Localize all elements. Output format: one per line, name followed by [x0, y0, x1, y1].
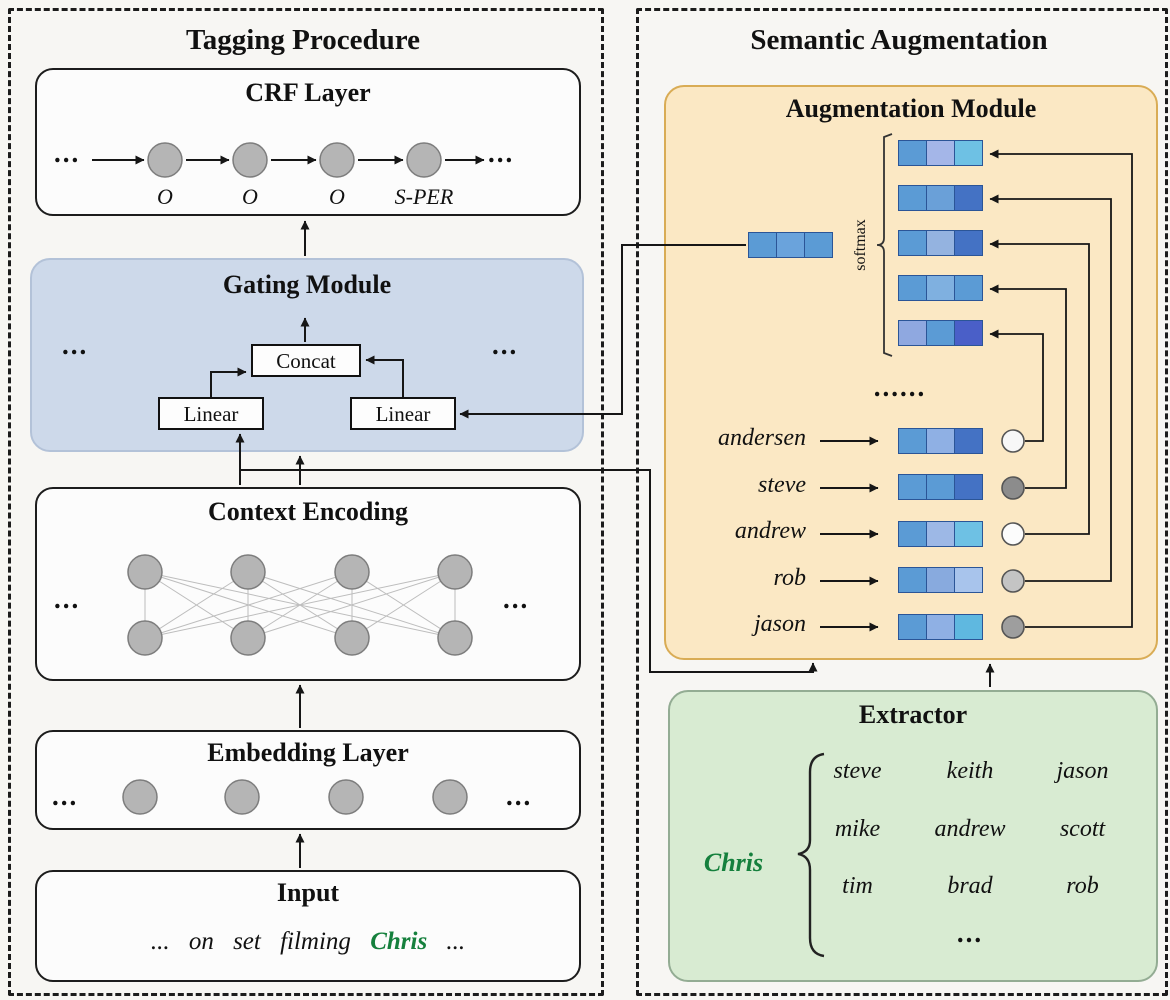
extractor-name: brad — [947, 873, 993, 899]
vector-cell — [955, 276, 982, 300]
input-box — [35, 870, 581, 982]
extractor-name: andrew — [934, 816, 1006, 842]
vector-cell — [749, 233, 777, 257]
extractor-name: rob — [1066, 873, 1099, 899]
softmax-vector-3 — [898, 230, 983, 256]
vector-cell — [899, 231, 927, 255]
augmentation-module-title: Augmentation Module — [785, 94, 1037, 123]
vector-cell — [899, 615, 927, 639]
softmax-vector-2 — [898, 185, 983, 211]
vector-cell — [899, 475, 927, 499]
extractor-name: tim — [842, 873, 873, 899]
gating-dots-right: ... — [492, 330, 519, 360]
right-panel-title: Semantic Augmentation — [750, 24, 1048, 56]
candidate-name-steve: steve — [758, 472, 806, 498]
crf-layer-title: CRF Layer — [245, 78, 371, 107]
vector-cell — [899, 429, 927, 453]
candidate-vector-andersen — [898, 428, 983, 454]
vector-cell — [955, 429, 982, 453]
softmax-vector-1 — [898, 140, 983, 166]
extractor-name: mike — [834, 816, 881, 842]
vector-cell — [927, 231, 955, 255]
extractor-title: Extractor — [858, 700, 968, 729]
vector-cell — [927, 186, 955, 210]
embedding-dots-left: ... — [52, 781, 79, 811]
vector-cell — [955, 231, 982, 255]
candidate-name-andrew: andrew — [734, 518, 806, 544]
softmax-label: softmax — [852, 219, 869, 271]
candidate-vector-steve — [898, 474, 983, 500]
candidate-name-rob: rob — [773, 565, 806, 591]
concat-box: Concat — [251, 344, 361, 377]
vector-cell — [899, 321, 927, 345]
extractor-box — [668, 690, 1158, 982]
entity-chris: Chris — [370, 928, 428, 955]
extractor-name: jason — [1056, 758, 1109, 784]
context-dots-right: ... — [503, 584, 530, 614]
vector-cell — [927, 615, 955, 639]
gating-dots-left: ... — [62, 330, 89, 360]
vector-cell — [955, 615, 982, 639]
input-title: Input — [276, 878, 340, 907]
extractor-entity-chris: Chris — [703, 848, 764, 877]
extractor-dots: ... — [956, 918, 984, 948]
vector-cell — [927, 276, 955, 300]
crf-tag-label: S-PER — [394, 184, 454, 209]
augmentation-dots: ...... — [873, 372, 927, 402]
vector-cell — [955, 186, 982, 210]
gating-module-title: Gating Module — [222, 270, 392, 299]
vector-cell — [805, 233, 832, 257]
extractor-name: keith — [946, 758, 994, 784]
context-dots-left: ... — [54, 584, 81, 614]
softmax-vector-5 — [898, 320, 983, 346]
candidate-vector-rob — [898, 567, 983, 593]
sentence-suffix: ... — [446, 928, 466, 955]
candidate-name-andersen: andersen — [718, 425, 806, 451]
vector-cell — [927, 568, 955, 592]
crf-tag-label: O — [329, 184, 345, 209]
crf-layer-box — [35, 68, 581, 216]
vector-cell — [777, 233, 805, 257]
embedding-dots-right: ... — [506, 781, 533, 811]
vector-cell — [955, 522, 982, 546]
vector-cell — [927, 429, 955, 453]
candidate-vector-jason — [898, 614, 983, 640]
linear-left-box: Linear — [158, 397, 264, 430]
query-vector — [748, 232, 833, 258]
candidate-vector-andrew — [898, 521, 983, 547]
vector-cell — [927, 475, 955, 499]
context-encoding-title: Context Encoding — [207, 497, 409, 526]
linear-right-box: Linear — [350, 397, 456, 430]
vector-cell — [899, 186, 927, 210]
sentence-prefix: ... on set filming — [150, 928, 351, 955]
left-panel-title: Tagging Procedure — [186, 24, 420, 56]
crf-dots-left: ... — [54, 138, 81, 168]
vector-cell — [927, 141, 955, 165]
vector-cell — [927, 321, 955, 345]
embedding-layer-title: Embedding Layer — [207, 738, 409, 767]
crf-dots-right: ... — [488, 138, 515, 168]
vector-cell — [899, 568, 927, 592]
vector-cell — [899, 141, 927, 165]
vector-cell — [955, 568, 982, 592]
vector-cell — [955, 141, 982, 165]
input-sentence: ... on set filming Chris ... — [35, 928, 581, 956]
vector-cell — [899, 522, 927, 546]
vector-cell — [927, 522, 955, 546]
softmax-vector-4 — [898, 275, 983, 301]
candidate-name-jason: jason — [753, 611, 806, 637]
crf-tag-label: O — [157, 184, 173, 209]
crf-tag-label: O — [242, 184, 258, 209]
extractor-name: steve — [833, 758, 882, 784]
vector-cell — [899, 276, 927, 300]
vector-cell — [955, 321, 982, 345]
extractor-name: scott — [1059, 816, 1106, 842]
vector-cell — [955, 475, 982, 499]
